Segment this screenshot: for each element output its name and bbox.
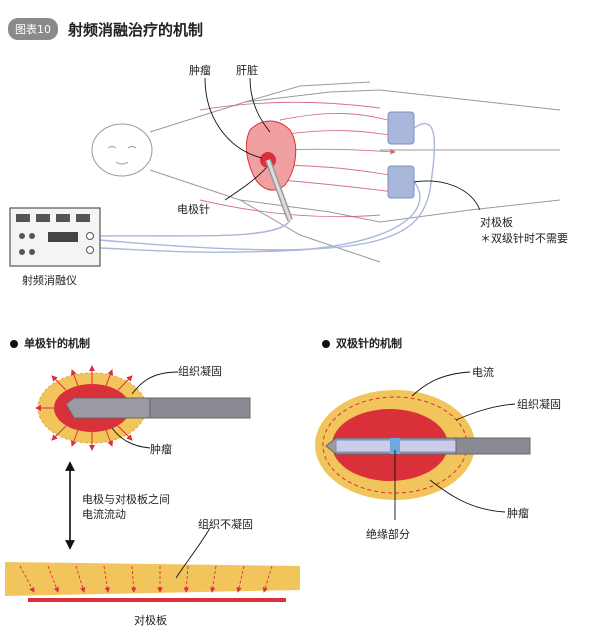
figure-title: 射频消融治疗的机制 <box>68 20 204 39</box>
rf-device <box>9 207 101 267</box>
label-electrode: 电极针 <box>177 203 210 216</box>
bipolar-leader-lines <box>394 371 516 520</box>
label-bi-coag: 组织凝固 <box>517 398 561 411</box>
figure-badge: 图表10 <box>8 18 58 40</box>
label-mono-coag: 组织凝固 <box>178 365 222 378</box>
label-tumor-top: 肿瘤 <box>189 64 211 77</box>
label-plate-note: ＊双级针时不需要 <box>480 232 568 245</box>
insulation-segment <box>390 438 400 454</box>
current-lines <box>199 101 396 218</box>
label-mono-tumor: 肿瘤 <box>150 443 172 456</box>
label-current-2: 电流流动 <box>82 508 126 521</box>
monopolar-section-title: 单极针的机制 <box>10 335 90 351</box>
cables <box>99 122 436 253</box>
human-body-outline <box>91 81 561 263</box>
label-bi-tumor: 肿瘤 <box>507 507 529 520</box>
monopolar-leader-lines <box>111 371 179 449</box>
monopolar-title-text: 单极针的机制 <box>24 337 90 350</box>
bipolar-title-text: 双极针的机制 <box>336 337 402 350</box>
top-leader-lines <box>204 77 481 211</box>
figure-header: 图表10 射频消融治疗的机制 <box>8 18 203 40</box>
label-current-1: 电极与对极板之间 <box>82 493 170 506</box>
bipolar-section-title: 双极针的机制 <box>322 335 402 351</box>
plate-lower <box>387 165 415 199</box>
label-rf-device: 射频消融仪 <box>22 274 77 287</box>
label-insulation: 绝缘部分 <box>366 528 410 541</box>
return-plate <box>28 598 286 602</box>
tissue-strip <box>5 562 300 596</box>
label-plate-top: 对极板 <box>480 216 513 229</box>
bullet-dot <box>10 340 18 348</box>
monopolar-needle <box>65 397 251 419</box>
bipolar-needle <box>325 437 531 455</box>
label-noncoag: 组织不凝固 <box>198 518 253 531</box>
electrode-needle <box>265 158 293 222</box>
bullet-dot <box>322 340 330 348</box>
noncoag-leader-line <box>175 527 211 579</box>
plate-upper <box>387 111 415 145</box>
label-mono-plate: 对极板 <box>134 614 167 627</box>
label-bi-current: 电流 <box>472 366 494 379</box>
label-liver: 肝脏 <box>236 64 258 77</box>
